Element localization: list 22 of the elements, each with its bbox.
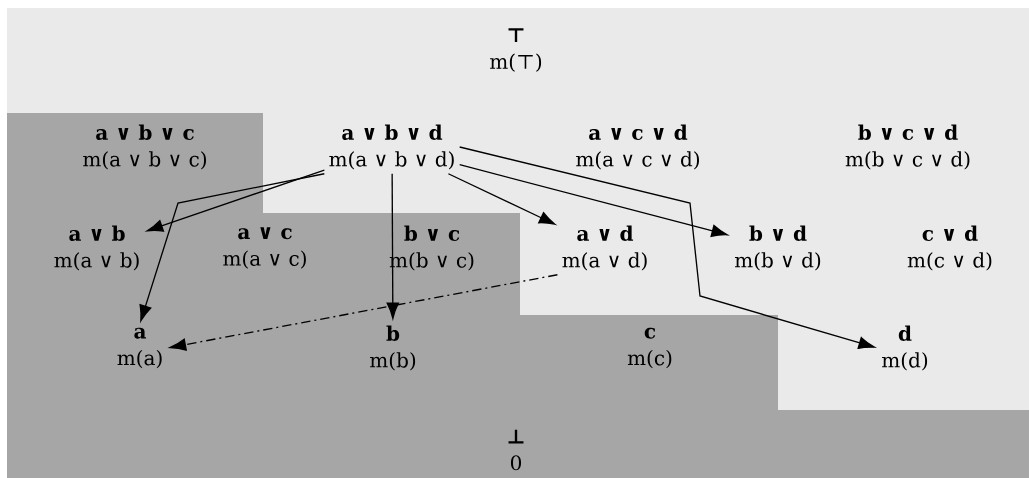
element-label: a ∨ d m(a ∨ d) — [562, 225, 647, 271]
arrow — [459, 146, 875, 349]
element-label: a ∨ c ∨ d m(a ∨ c ∨ d) — [576, 124, 699, 170]
element-label: a ∨ c m(a ∨ c) — [223, 227, 306, 269]
arrow — [169, 274, 559, 351]
element-label: ⊥ 0 — [508, 429, 524, 471]
arrow — [386, 173, 399, 320]
element-label: b ∨ d m(b ∨ d) — [734, 225, 821, 271]
arrow — [139, 173, 325, 322]
element-label: d m(d) — [882, 325, 928, 371]
element-label: a ∨ b ∨ c m(a ∨ b ∨ c) — [83, 124, 206, 170]
arrow — [447, 173, 556, 225]
element-label: ⊤ m(⊤) — [490, 28, 542, 72]
arrow — [146, 169, 325, 232]
arrow — [459, 164, 728, 237]
element-label: a ∨ b m(a ∨ b) — [54, 225, 139, 271]
element-label: b ∨ c ∨ d m(b ∨ c ∨ d) — [845, 124, 970, 170]
element-label: c ∨ d m(c ∨ d) — [907, 225, 992, 271]
element-label: c m(c) — [627, 327, 672, 369]
element-label: b m(b) — [370, 325, 416, 371]
element-label: a m(a) — [117, 327, 162, 369]
element-label: a ∨ b ∨ d m(a ∨ b ∨ d) — [329, 124, 454, 170]
